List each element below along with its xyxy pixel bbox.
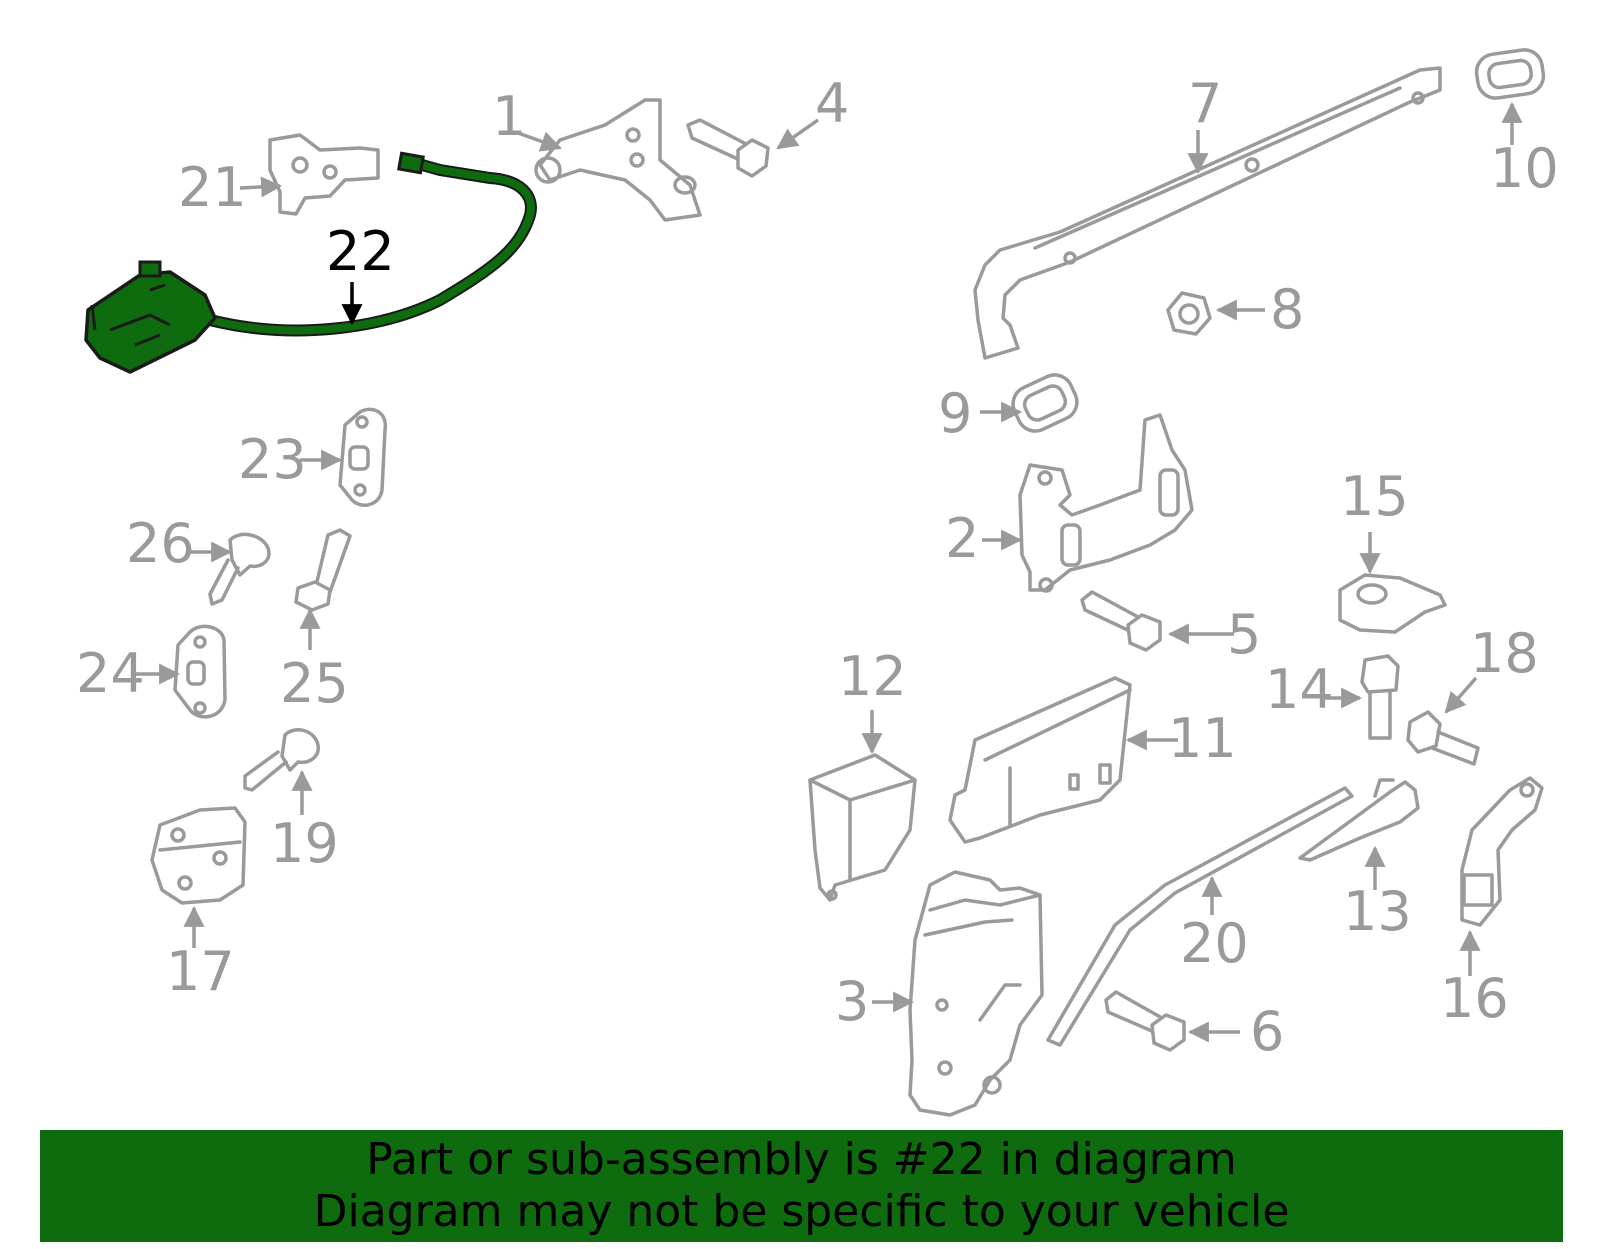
part-25: [294, 528, 352, 612]
callout-16: 16: [1440, 967, 1509, 1030]
callout-26: 26: [126, 512, 195, 575]
part-11: [948, 676, 1132, 844]
callout-12: 12: [838, 645, 907, 708]
callout-14: 14: [1265, 658, 1334, 721]
part-5: [1080, 590, 1162, 652]
banner-line-1: Part or sub-assembly is #22 in diagram: [366, 1134, 1237, 1185]
callout-8: 8: [1270, 278, 1304, 341]
part-10: [1474, 48, 1546, 100]
part-12: [808, 753, 917, 902]
banner-line-2: Diagram may not be specific to your vehi…: [313, 1186, 1290, 1237]
part-19: [243, 728, 320, 792]
callout-6: 6: [1250, 1000, 1284, 1063]
part-20: [1046, 786, 1354, 1047]
callout-4: 4: [815, 72, 849, 135]
part-13: [1298, 778, 1420, 862]
callout-9: 9: [938, 382, 972, 445]
part-21: [268, 133, 380, 216]
part-24: [173, 624, 227, 719]
callout-21: 21: [178, 156, 247, 219]
callout-20: 20: [1180, 912, 1249, 975]
part-2: [1018, 413, 1194, 593]
part-15: [1338, 573, 1447, 634]
part-14: [1360, 654, 1400, 740]
callout-19: 19: [270, 812, 339, 875]
callout-22: 22: [326, 220, 395, 283]
part-26: [208, 532, 271, 606]
callout-2: 2: [945, 507, 979, 570]
callout-17: 17: [166, 940, 235, 1003]
info-banner: Part or sub-assembly is #22 in diagram D…: [40, 1130, 1563, 1242]
callout-3: 3: [835, 970, 869, 1033]
part-6: [1104, 990, 1186, 1052]
part-7: [973, 66, 1442, 360]
callout-25: 25: [280, 652, 349, 715]
leader-lines: [136, 101, 1523, 1043]
part-8: [1166, 291, 1212, 336]
part-3: [908, 870, 1044, 1117]
callout-11: 11: [1168, 707, 1237, 770]
part-18: [1406, 710, 1480, 766]
callout-7: 7: [1188, 72, 1222, 135]
callout-18: 18: [1470, 622, 1539, 685]
part-16: [1460, 776, 1544, 927]
callout-24: 24: [76, 642, 145, 705]
part-22-highlighted[interactable]: [84, 151, 537, 374]
callout-15: 15: [1340, 465, 1409, 528]
callout-1: 1: [492, 85, 526, 148]
part-4: [686, 118, 770, 178]
part-1: [534, 98, 702, 222]
callout-23: 23: [238, 428, 307, 491]
callout-5: 5: [1227, 603, 1261, 666]
callout-labels: 1 2 3 4 5 6 7 8 9 10 11 12 13 14 15 16 1…: [76, 72, 1559, 1063]
callout-13: 13: [1343, 880, 1412, 943]
part-17: [150, 806, 247, 905]
callout-10: 10: [1490, 137, 1559, 200]
part-9: [1011, 373, 1079, 433]
part-23: [338, 407, 388, 507]
